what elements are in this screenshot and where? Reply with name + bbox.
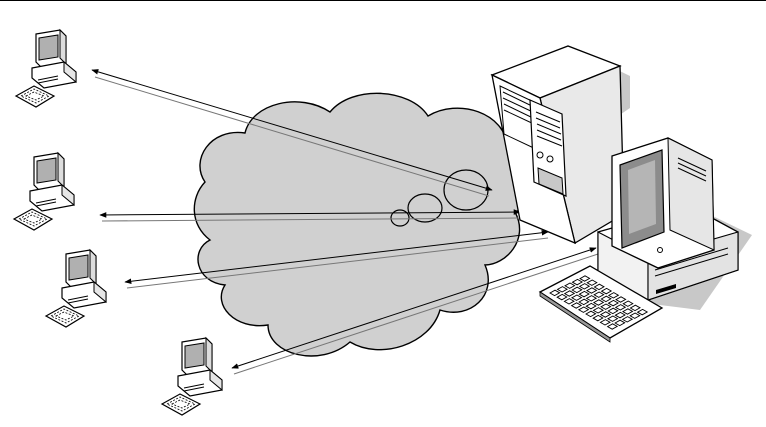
bubble-medium [408,194,442,222]
client-computer-2-icon [14,153,74,230]
client-computer-3-icon [46,250,106,327]
client-computer-4-icon [162,338,222,415]
client-computer-1-icon [16,30,76,107]
bubble-large [444,170,488,210]
network-cloud-icon [194,93,535,356]
